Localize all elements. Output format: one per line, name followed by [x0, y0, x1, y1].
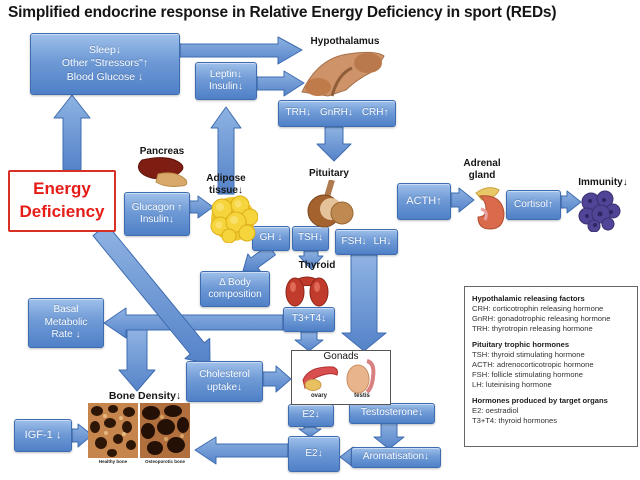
- arrow-energy-to-stressors: [53, 94, 91, 171]
- arrow-trh-to-pituitary: [316, 126, 352, 162]
- arrow-cholesterol-to-gonads: [262, 365, 292, 393]
- box-glucagon-insulin: Glucagon ↑ Insulin↓: [124, 192, 190, 236]
- box-e2-large: E2↓: [288, 436, 340, 472]
- box-stressors: Sleep↓ Other "Stressors"↑ Blood Glucose …: [30, 33, 180, 95]
- arrow-glucagon-to-adipose: [188, 195, 214, 219]
- legend-box: Hypothalamic releasing factors CRH: cort…: [464, 286, 638, 447]
- arrow-cortisol-to-immunity: [560, 190, 582, 214]
- box-bmr: Basal Metabolic Rate ↓: [28, 298, 104, 348]
- thyroid-image: [285, 276, 329, 307]
- box-cortisol: Cortisol↑: [506, 190, 561, 220]
- pituitary-image: [307, 180, 354, 228]
- arrow-fshlh-to-gonads: [341, 254, 387, 352]
- box-fsh-lh: FSH↓ LH↓: [335, 229, 398, 255]
- box-tsh: TSH↓: [292, 226, 329, 251]
- arrow-t3t4-to-gonads: [294, 331, 324, 352]
- box-energy-deficiency: Energy Deficiency: [8, 170, 116, 232]
- arrow-e2-to-e2: [298, 426, 322, 438]
- arrow-tsh-to-thyroid: [298, 250, 324, 270]
- label-testis: testis: [354, 393, 370, 399]
- label-gonads: Gonads: [323, 351, 359, 362]
- label-adipose: Adipose tissue↓: [206, 173, 246, 196]
- adrenal-gland-image: [475, 187, 505, 230]
- arrow-adipose-to-leptin: [210, 106, 242, 195]
- label-osteoporotic-bone: Osteoporotic bone: [144, 459, 185, 464]
- label-ovary: ovary: [310, 393, 327, 399]
- box-cholesterol-uptake: Cholesterol uptake↓: [186, 361, 263, 402]
- label-pituitary: Pituitary: [308, 168, 349, 179]
- arrow-to-bone-density: [118, 329, 156, 392]
- label-pancreas: Pancreas: [139, 146, 185, 157]
- pancreas-image: [138, 157, 188, 187]
- label-adrenal-gland: Adrenal gland: [463, 158, 501, 181]
- page-title: Simplified endocrine response in Relativ…: [8, 4, 557, 21]
- legend-section-hypothalamic: Hypothalamic releasing factors CRH: cort…: [472, 294, 611, 334]
- label-bone-density: Bone Density↓: [108, 390, 182, 402]
- adipose-image: [210, 195, 258, 243]
- box-leptin-insulin: Leptin↓ Insulin↓: [195, 62, 257, 100]
- osteoporotic-bone-image: [140, 403, 190, 458]
- arrow-igf1-to-bone: [71, 423, 93, 448]
- arrow-leptin-to-hypothalamus: [256, 70, 305, 97]
- label-immunity: Immunity↓: [578, 177, 628, 188]
- box-body-composition: Δ Body composition: [200, 271, 270, 307]
- box-trh-gnrh-crh: TRH↓ GnRH↓ CRH↑: [278, 100, 396, 127]
- legend-section-target-organs: Hormones produced by target organs E2: o…: [472, 396, 608, 426]
- label-thyroid: Thyroid: [298, 260, 336, 271]
- immunity-image: [578, 190, 621, 232]
- legend-section-pituitary: Pituitary trophic hormones TSH: thyroid …: [472, 340, 594, 390]
- healthy-bone-image: [88, 403, 138, 458]
- arrow-testosterone-to-aromatisation: [373, 420, 405, 450]
- arrow-e2-to-bone: [194, 436, 289, 465]
- box-e2-small: E2↓: [288, 404, 334, 427]
- ovary-image: [302, 366, 338, 391]
- arrow-stressors-to-hypothalamus: [179, 36, 303, 65]
- box-t3t4: T3+T4↓: [283, 307, 335, 332]
- arrow-acth-to-adrenal: [450, 187, 475, 213]
- arrow-t3t4-to-bmr: [103, 307, 284, 339]
- box-acth: ACTH↑: [397, 183, 451, 220]
- box-testosterone: Testosterone↓: [349, 403, 435, 424]
- box-igf1: IGF-1 ↓: [14, 419, 72, 452]
- arrow-energy-to-cholesterol: [92, 223, 211, 365]
- hypothalamus-image: [301, 51, 385, 97]
- label-hypothalamus: Hypothalamus: [310, 36, 380, 47]
- testis-image: [346, 359, 376, 394]
- label-healthy-bone: Healthy bone: [98, 459, 128, 464]
- box-aromatisation: Aromatisation↓: [351, 447, 441, 468]
